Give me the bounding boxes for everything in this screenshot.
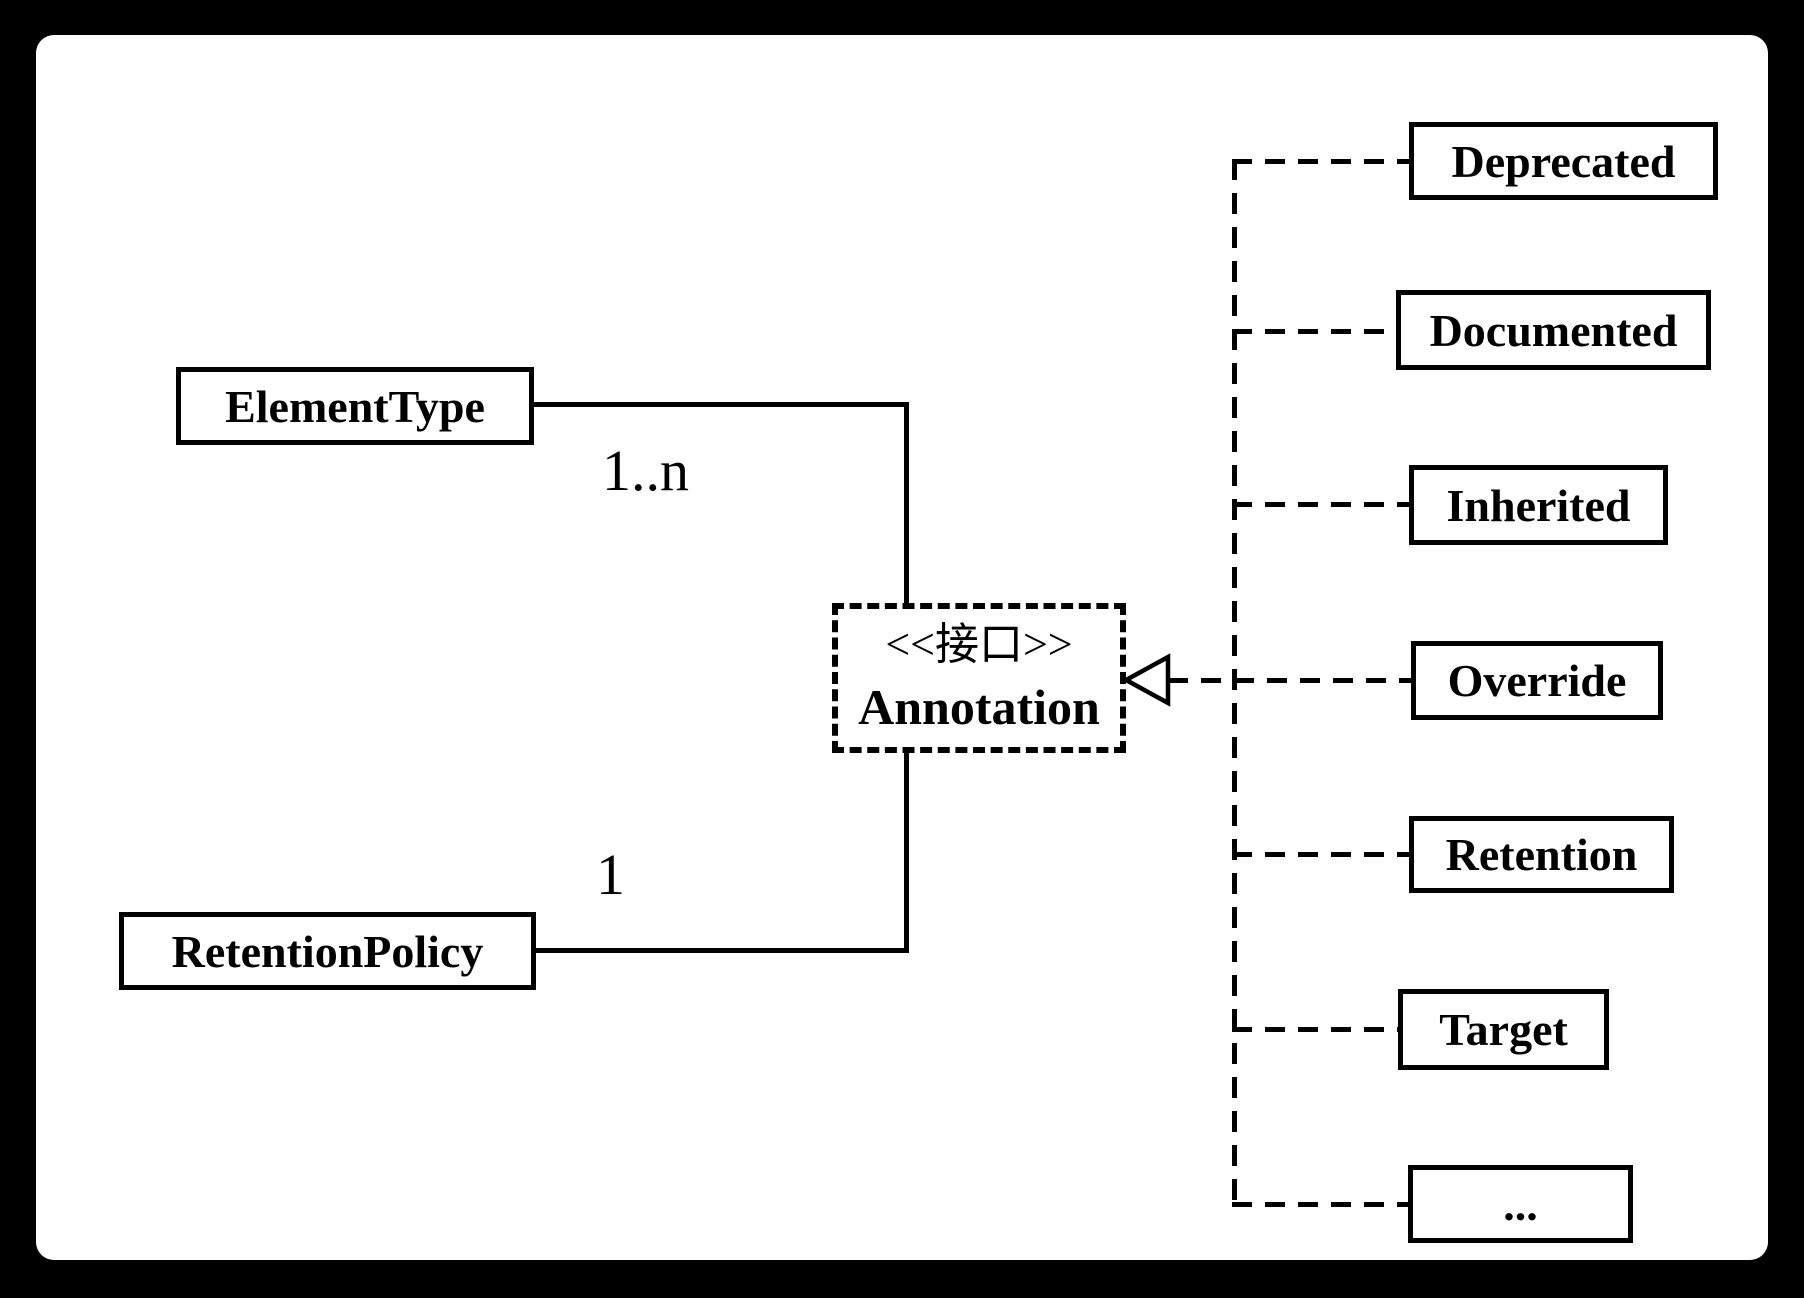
association-line-retentionpolicy-vertical [904, 753, 909, 953]
class-box-elementtype: ElementType [176, 367, 534, 445]
class-box-elementtype-label: ElementType [225, 380, 485, 432]
class-box-override: Override [1411, 641, 1663, 720]
class-box-retentionpolicy: RetentionPolicy [119, 912, 536, 990]
interface-name-label: Annotation [858, 679, 1100, 735]
class-box-deprecated: Deprecated [1409, 122, 1718, 200]
class-box-retentionpolicy-label: RetentionPolicy [171, 925, 484, 977]
class-box-retention: Retention [1409, 816, 1674, 893]
realization-branch-target [1232, 1027, 1398, 1032]
realization-branch-inherited [1232, 502, 1409, 507]
class-box-documented: Documented [1396, 290, 1711, 370]
class-box-retention-label: Retention [1445, 829, 1638, 880]
association-line-retentionpolicy-horizontal [536, 948, 909, 953]
realization-branch-documented [1232, 329, 1396, 334]
class-box-target-label: Target [1439, 1004, 1568, 1055]
realization-branch-override [1168, 678, 1411, 683]
association-line-elementtype-vertical [904, 402, 909, 603]
class-box-inherited-label: Inherited [1446, 479, 1631, 531]
class-box-inherited: Inherited [1409, 465, 1668, 545]
realization-branch-deprecated [1232, 159, 1409, 164]
realization-trunk-line [1232, 159, 1237, 1207]
realization-branch-retention [1232, 852, 1409, 857]
realization-branch-more [1232, 1202, 1408, 1207]
class-box-documented-label: Documented [1429, 304, 1678, 356]
multiplicity-label-retentionpolicy: 1 [596, 842, 625, 907]
class-box-more-label: ... [1503, 1178, 1538, 1230]
class-box-more: ... [1408, 1165, 1633, 1243]
class-box-target: Target [1398, 989, 1609, 1070]
interface-box-annotation: <<接口>> Annotation [832, 603, 1126, 753]
multiplicity-label-elementtype: 1..n [602, 438, 689, 503]
class-box-override-label: Override [1447, 655, 1627, 706]
interface-stereotype-label: <<接口>> [885, 620, 1073, 669]
diagram-canvas: 1..n 1 ElementType RetentionPolicy <<接口>… [36, 35, 1768, 1260]
association-line-elementtype-horizontal [534, 402, 909, 407]
class-box-deprecated-label: Deprecated [1451, 135, 1676, 187]
realization-arrowhead-icon [1122, 653, 1171, 707]
